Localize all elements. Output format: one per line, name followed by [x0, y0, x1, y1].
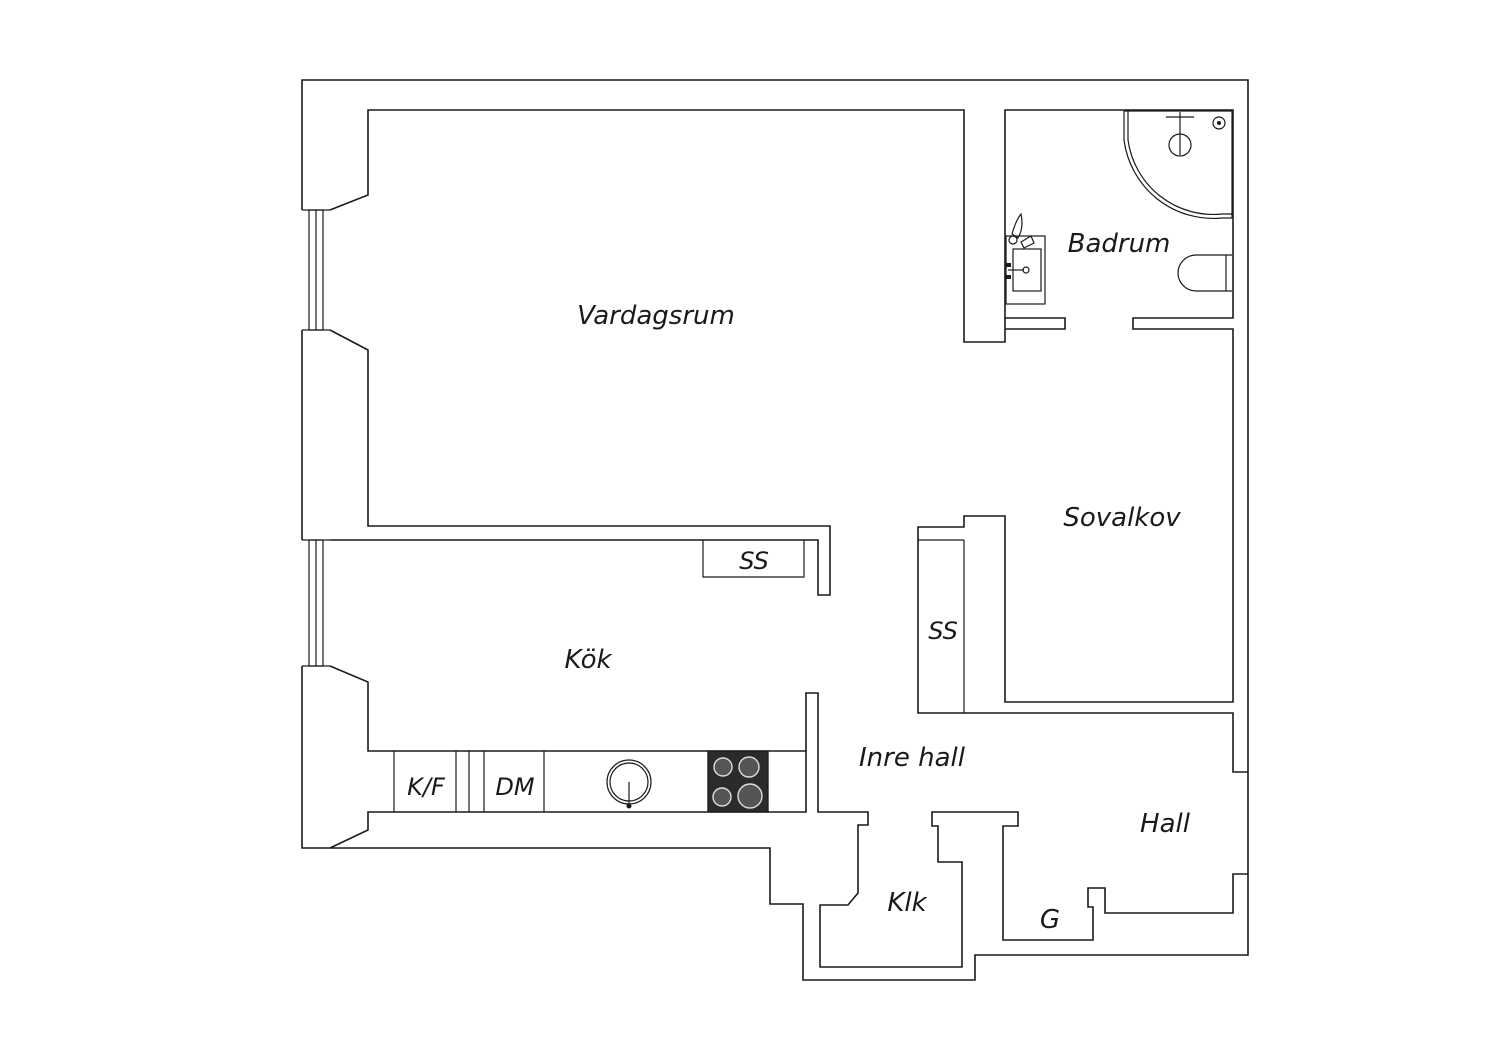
washbasin-icon — [1005, 212, 1046, 305]
label-ss-alcove: SS — [928, 617, 958, 645]
vardagsrum-walls — [329, 109, 1248, 773]
label-dm: DM — [495, 773, 534, 801]
label-ss-kitchen: SS — [739, 547, 769, 575]
toilet-icon — [1177, 254, 1232, 292]
label-kf: K/F — [407, 773, 446, 801]
label-badrum: Badrum — [1068, 229, 1171, 259]
shower-icon — [1123, 110, 1233, 220]
label-kok: Kök — [564, 645, 612, 675]
window-icon — [302, 209, 330, 667]
label-inre-hall: Inre hall — [859, 743, 966, 773]
kok-walls — [329, 665, 1248, 968]
label-g: G — [1040, 905, 1060, 935]
ss-kitchen-cabinet — [702, 540, 805, 578]
label-klk: Klk — [887, 888, 927, 918]
label-vardagsrum: Vardagsrum — [577, 301, 735, 331]
stove-icon — [707, 750, 769, 813]
sink-icon — [606, 759, 652, 809]
outer-walls — [301, 79, 1249, 981]
window-living-room — [308, 209, 324, 331]
window-kitchen — [308, 539, 324, 667]
label-sovalkov: Sovalkov — [1063, 503, 1181, 533]
label-hall: Hall — [1140, 809, 1191, 839]
